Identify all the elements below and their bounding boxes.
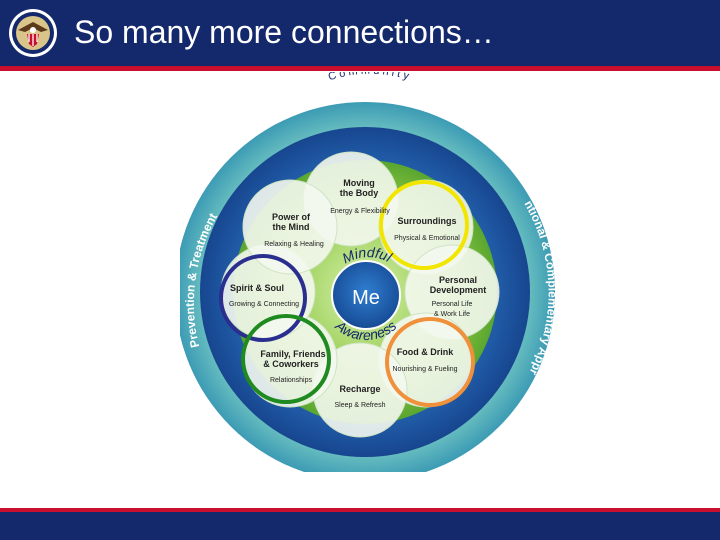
petal-food-title: Food & Drink: [397, 347, 454, 357]
petal-moving-title-1: Moving: [343, 178, 375, 188]
petal-personal-title-2: Development: [430, 285, 487, 295]
highlight-spirit-soul: [219, 254, 307, 342]
petal-mind-subtitle: Relaxing & Healing: [264, 241, 324, 248]
petal-mind-title-2: the Mind: [273, 222, 310, 232]
petal-moving-title-2: the Body: [340, 188, 379, 198]
highlight-food-drink: [385, 317, 475, 407]
highlight-surroundings: [379, 180, 469, 270]
petal-food-subtitle: Nourishing & Fueling: [393, 366, 458, 373]
footer-stripe: [0, 508, 720, 512]
wellbeing-circle-diagram: Me Community Prevention & Treatment Conv…: [180, 72, 560, 472]
petal-family-title-1: Family, Friends: [260, 349, 325, 359]
petal-recharge-subtitle: Sleep & Refresh: [335, 402, 386, 409]
footer-bar: [0, 512, 720, 540]
petal-surroundings-title: Surroundings: [398, 216, 457, 226]
petal-personal-title-1: Personal: [439, 275, 477, 285]
center-me-circle: [331, 260, 401, 330]
petal-mind-title-1: Power of: [272, 212, 311, 222]
page-title: So many more connections…: [74, 14, 494, 50]
title-bar: [0, 0, 720, 66]
petal-recharge-title: Recharge: [339, 384, 380, 394]
petals: [220, 151, 500, 438]
petal-family-subtitle: Relationships: [270, 377, 313, 384]
va-seal-icon: [9, 9, 57, 57]
petal-moving-subtitle: Energy & Flexibility: [330, 208, 390, 215]
petal-personal-subtitle-2: & Work Life: [434, 311, 470, 318]
petal-family-title-2: & Coworkers: [263, 359, 319, 369]
community-label: Community: [327, 72, 413, 83]
highlight-family-friends: [241, 314, 331, 404]
title-bar-stripe: [0, 66, 720, 71]
petal-spirit-title: Spirit & Soul: [230, 283, 284, 293]
petal-personal-subtitle: Personal Life: [432, 301, 473, 308]
center-me-label: Me: [352, 287, 380, 309]
petal-spirit-subtitle: Growing & Connecting: [229, 301, 299, 308]
petal-surroundings-subtitle: Physical & Emotional: [394, 235, 460, 242]
